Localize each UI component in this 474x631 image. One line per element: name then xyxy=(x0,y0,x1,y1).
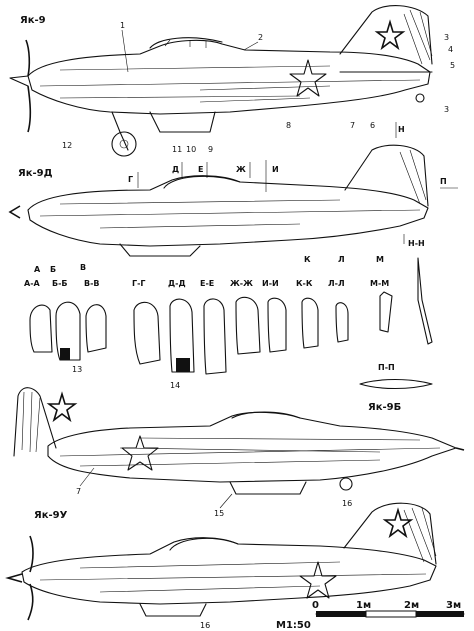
yak9-callouts: 1 2 3 4 5 3 6 7 8 9 10 11 12 xyxy=(62,21,455,154)
header-II: И-И xyxy=(262,279,279,288)
callout-2: 2 xyxy=(258,33,263,42)
callout-10: 10 xyxy=(186,145,196,154)
header-PP: П-П xyxy=(378,363,395,372)
scale-tick-1: 1м xyxy=(356,600,371,611)
callout-3: 3 xyxy=(444,33,449,42)
yak9d-side-view: Як-9Д Г Д Е Ж И Н П Н-Н К Л М xyxy=(8,122,458,264)
callout-7b: 7 xyxy=(76,487,81,496)
title-yak9b: Як-9Б xyxy=(368,402,401,413)
callout-11: 11 xyxy=(172,145,182,154)
header-GG: Г-Г xyxy=(132,279,146,288)
callout-5: 5 xyxy=(450,61,455,70)
cross-sections: А Б В А-А Б-Б В-В Г-Г Д-Д Е-Е Ж-Ж И-И К-… xyxy=(24,257,433,390)
callout-6: 6 xyxy=(370,121,375,130)
callout-12: 12 xyxy=(62,141,72,150)
title-yak9u: Як-9У xyxy=(34,510,68,521)
header-EE: Е-Е xyxy=(200,279,214,288)
scale-label: М1:50 xyxy=(276,620,311,631)
yak9d-section-marks: Г Д Е Ж И Н П Н-Н К Л М xyxy=(128,122,458,264)
callout-7: 7 xyxy=(350,121,355,130)
callout-1: 1 xyxy=(120,21,125,30)
header-DD: Д-Д xyxy=(168,279,186,288)
header-ZhZh: Ж-Ж xyxy=(230,279,253,288)
header-LL: Л-Л xyxy=(328,279,345,288)
yak9-side-view: Як-9 1 2 3 4 xyxy=(9,5,455,157)
header-BB: Б-Б xyxy=(52,279,68,288)
callout-14: 14 xyxy=(170,381,180,390)
header-KK: К-К xyxy=(296,279,313,288)
mark-B: Б xyxy=(50,265,56,274)
callout-8: 8 xyxy=(286,121,291,130)
callout-16b: 16 xyxy=(200,621,210,630)
scale-tick-3: 3м xyxy=(446,600,461,611)
mark-D: Д xyxy=(172,165,179,174)
mark-K: К xyxy=(304,255,311,264)
callout-3b: 3 xyxy=(444,105,449,114)
mark-P: П xyxy=(440,177,447,186)
callout-15: 15 xyxy=(214,509,224,518)
title-yak9d: Як-9Д xyxy=(18,168,53,179)
mark-E: Е xyxy=(198,165,203,174)
callout-4: 4 xyxy=(448,45,453,54)
mark-M: М xyxy=(376,255,384,264)
mark-NN: Н-Н xyxy=(408,239,425,248)
mark-L: Л xyxy=(338,255,345,264)
header-MM: М-М xyxy=(370,279,389,288)
mark-Zh: Ж xyxy=(236,165,246,174)
section-fill-13 xyxy=(60,348,70,360)
header-AA: А-А xyxy=(24,279,41,288)
callout-13: 13 xyxy=(72,365,82,374)
mark-V: В xyxy=(80,263,86,272)
callout-9: 9 xyxy=(208,145,213,154)
mark-N: Н xyxy=(398,125,405,134)
scale-bar: М1:50 0 1м 2м 3м xyxy=(276,600,465,631)
title-yak9: Як-9 xyxy=(20,15,46,26)
mark-A: А xyxy=(34,265,41,274)
yak9u-side-view: Як-9У 16 xyxy=(5,502,437,630)
scale-tick-0: 0 xyxy=(312,600,319,611)
header-VV: В-В xyxy=(84,279,100,288)
mark-I: И xyxy=(272,165,279,174)
yak9b-side-view: Як-9Б 7 15 16 xyxy=(13,387,465,518)
scale-tick-2: 2м xyxy=(404,600,419,611)
section-fill-14 xyxy=(176,358,190,372)
callout-16: 16 xyxy=(342,499,352,508)
mark-G: Г xyxy=(128,175,133,184)
